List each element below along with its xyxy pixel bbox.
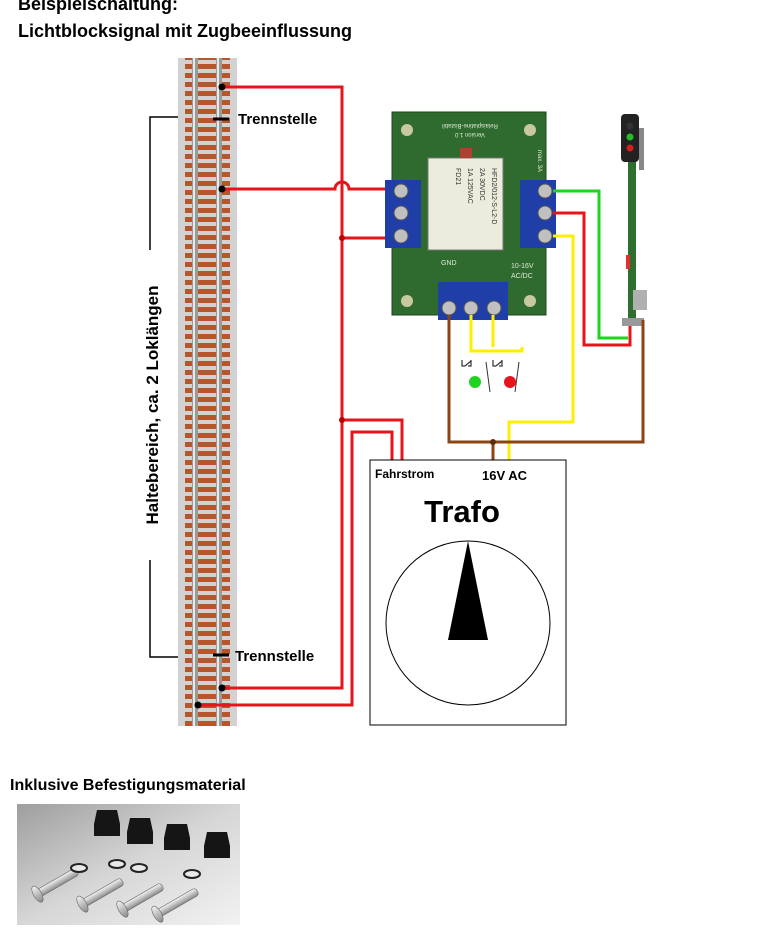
- relay-module: Relaisplatine-Bistabil Version 1.0 max. …: [385, 111, 556, 320]
- trennstelle-bottom-label: Trennstelle: [235, 648, 314, 665]
- trennstelle-top-label: Trennstelle: [238, 111, 317, 128]
- terminal-block-right: [520, 180, 556, 248]
- relay-print-line: FD21: [454, 168, 461, 185]
- track-power-wires: [198, 85, 404, 707]
- mounting-hardware-photo: [17, 804, 240, 925]
- track-feed-points: [194, 83, 226, 709]
- relay-print-line: HFD2/012-S-L2-D: [490, 168, 497, 224]
- track: [178, 58, 237, 726]
- pcb-text-max: max. 3A: [536, 150, 542, 172]
- ground-wire: [447, 315, 645, 444]
- wire-junctions: [339, 235, 345, 423]
- pcb-text-acdc: AC/DC: [511, 273, 533, 280]
- accessories-title: Inklusive Befestigungsmaterial: [10, 777, 246, 794]
- push-buttons: [461, 360, 520, 393]
- red-button: [504, 376, 516, 388]
- haltebereich-label: Haltebereich, ca. 2 Loklängen: [143, 285, 162, 524]
- button-common-wire: [469, 315, 524, 353]
- terminal-block-left: [385, 180, 421, 248]
- light-block-signal: [621, 114, 647, 326]
- pcb-text-supply: 10-16V: [511, 263, 534, 270]
- fahrstrom-label: Fahrstrom: [375, 467, 434, 481]
- green-button: [469, 376, 481, 388]
- diagram-title-line1: Beispielschaltung:: [18, 0, 179, 14]
- pcb-text-gnd: GND: [441, 260, 457, 267]
- relay-print-line: 1A 125VAC: [466, 168, 473, 204]
- green-signal-wire: [553, 189, 628, 340]
- red-signal-wire: [553, 211, 632, 347]
- pcb-text-version: Version 1.0: [454, 131, 485, 137]
- ac-supply-wire: [507, 234, 575, 460]
- diagram-title-line2: Lichtblocksignal mit Zugbeeinflussung: [18, 21, 353, 41]
- terminal-block-bottom: [438, 282, 508, 320]
- pcb-text-top: Relaisplatine-Bistabil: [442, 122, 498, 128]
- trafo-pointer: [448, 541, 488, 640]
- relay-print-line: 2A 30VDC: [478, 168, 485, 201]
- ac-output-label: 16V AC: [482, 468, 528, 483]
- trafo-label: Trafo: [424, 494, 500, 529]
- transformer: Fahrstrom 16V AC Trafo: [369, 459, 567, 726]
- relay: [427, 157, 504, 251]
